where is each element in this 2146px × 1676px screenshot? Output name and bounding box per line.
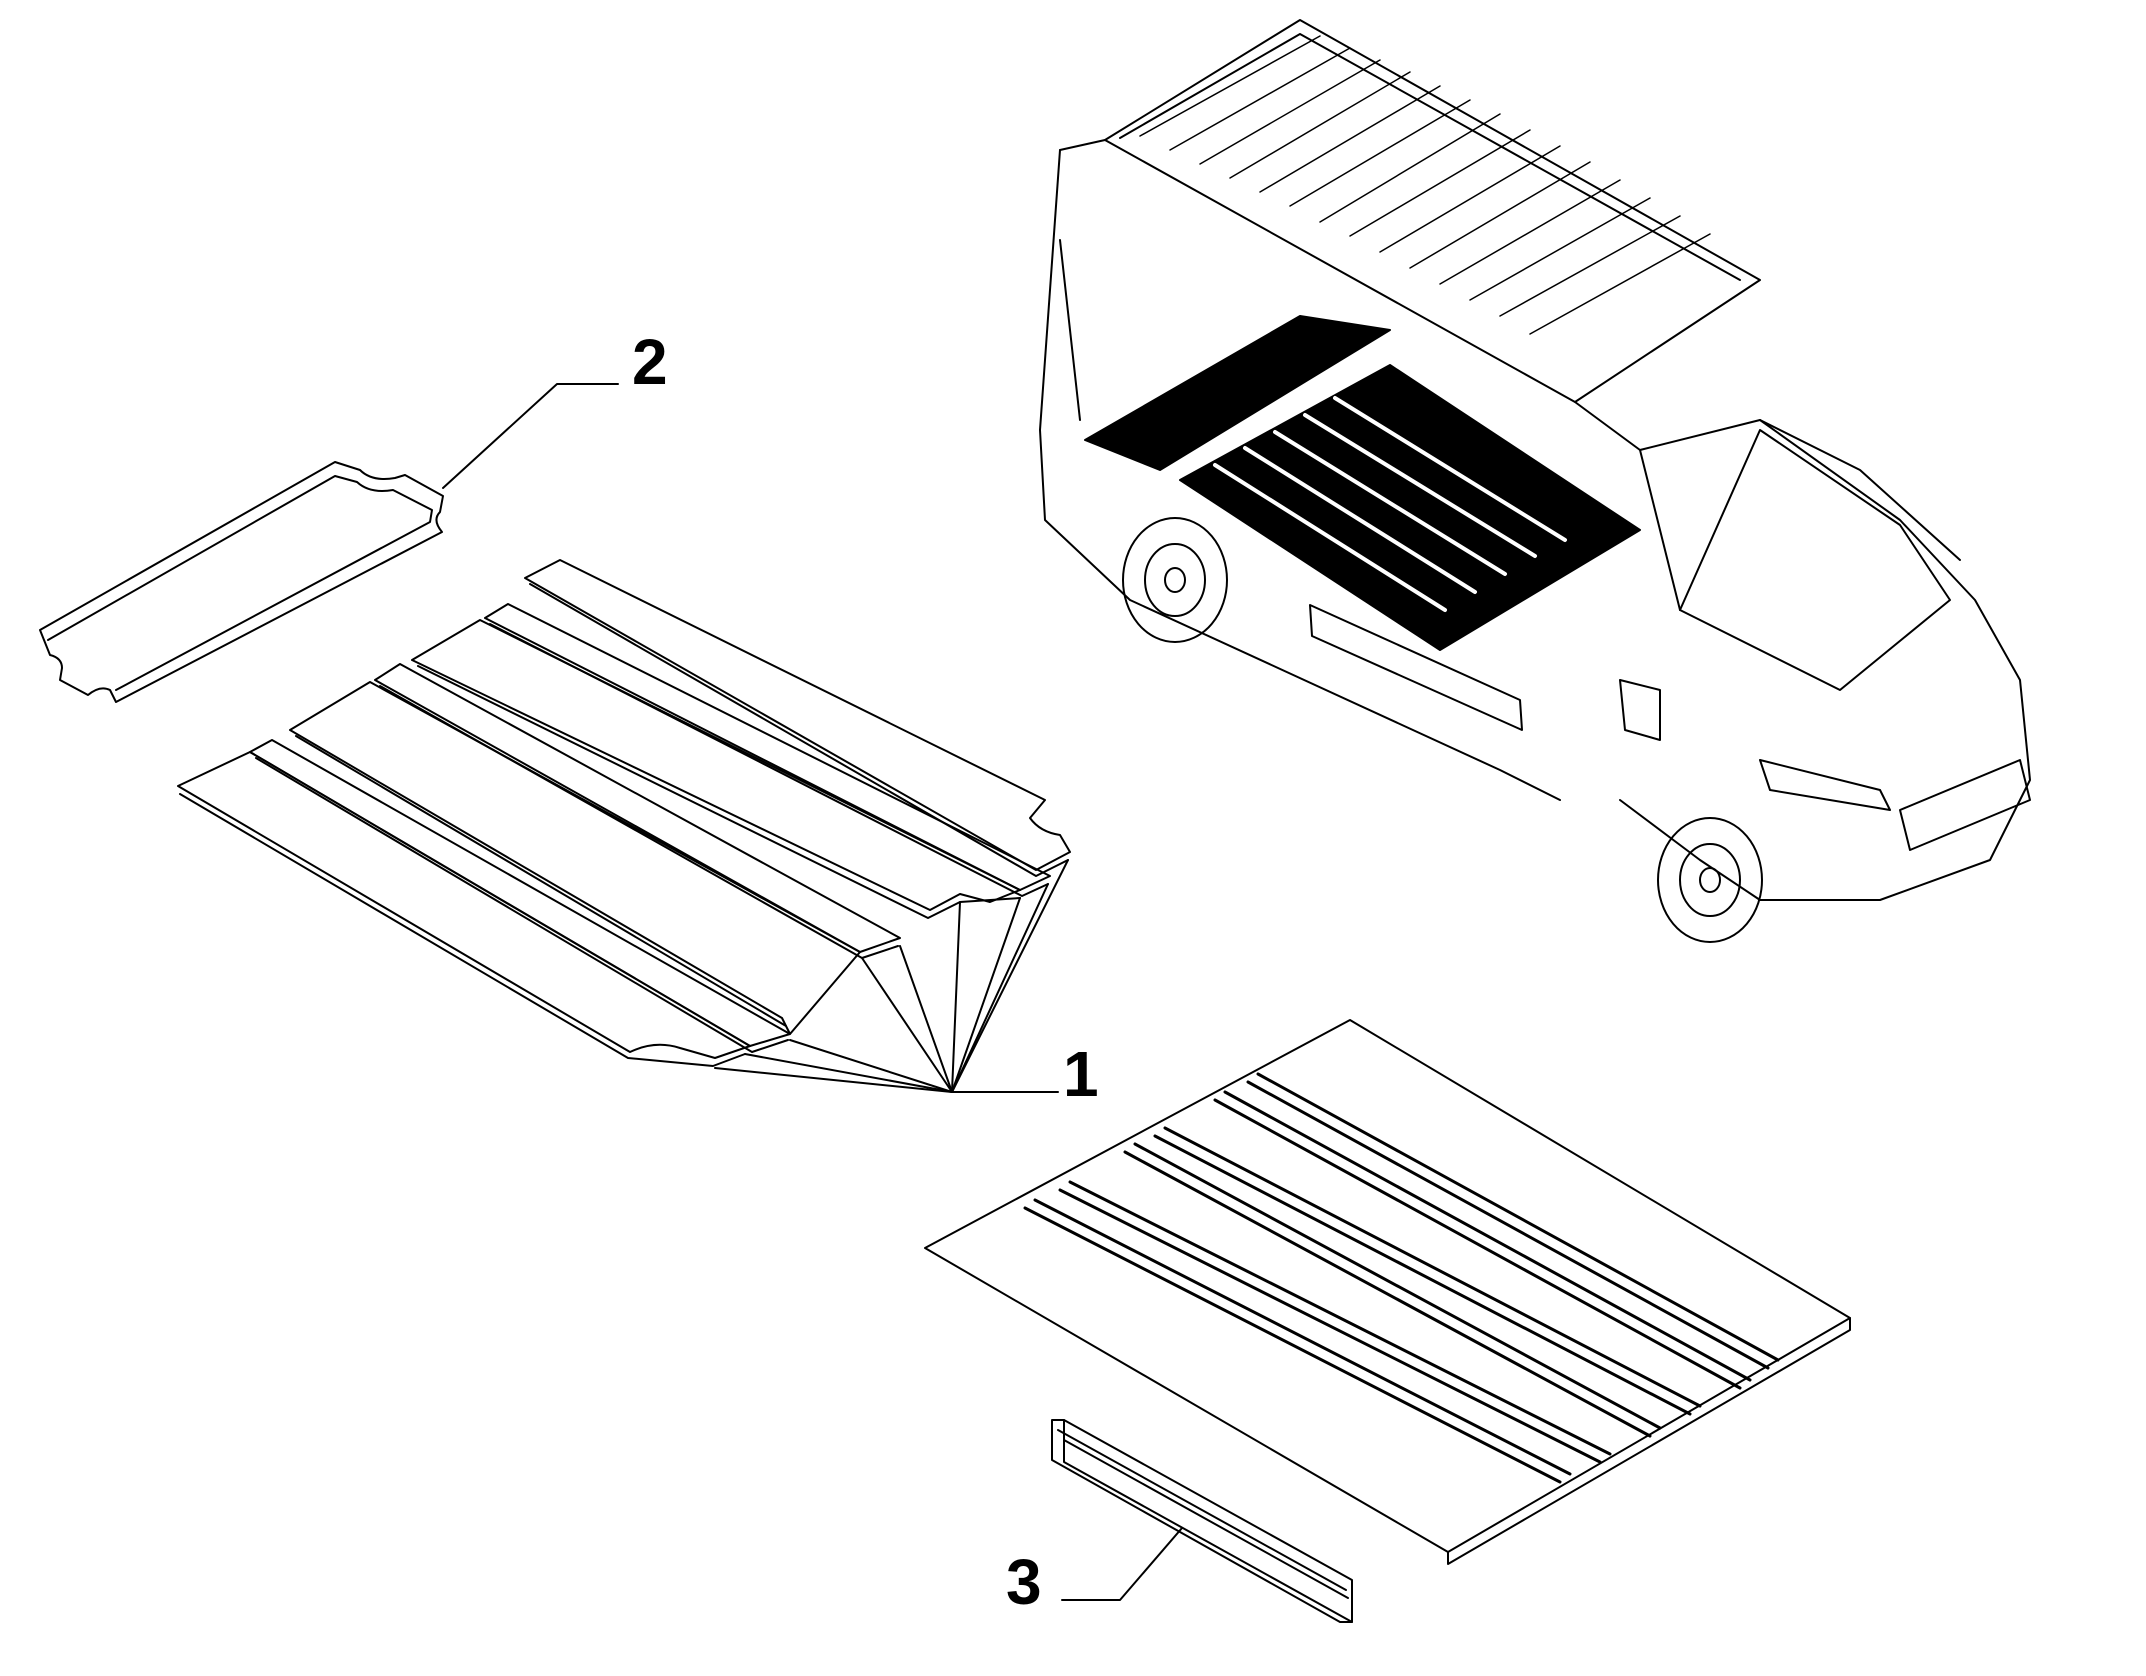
floor-strip <box>177 751 751 1059</box>
floor-strip <box>249 739 791 1047</box>
floor-strips <box>177 559 1071 1067</box>
floor-strip <box>411 619 1021 911</box>
sill-trim-strip <box>1051 1419 1353 1623</box>
cargo-floor-assembly <box>924 1019 1851 1565</box>
callout-label-2: 2 <box>632 326 668 398</box>
floor-strip <box>484 603 1051 891</box>
leader-lines-1 <box>714 859 1069 1093</box>
callout-label-3: 3 <box>1006 1546 1042 1618</box>
leader-line-2 <box>442 383 619 489</box>
rear-floor-panel <box>39 461 444 703</box>
leader-line-3 <box>1061 1527 1183 1601</box>
floor-strip <box>374 663 901 953</box>
van-illustration <box>1039 19 2031 943</box>
floor-strip <box>524 559 1071 871</box>
floor-strip <box>289 681 861 1035</box>
callout-label-1: 1 <box>1063 1038 1099 1110</box>
